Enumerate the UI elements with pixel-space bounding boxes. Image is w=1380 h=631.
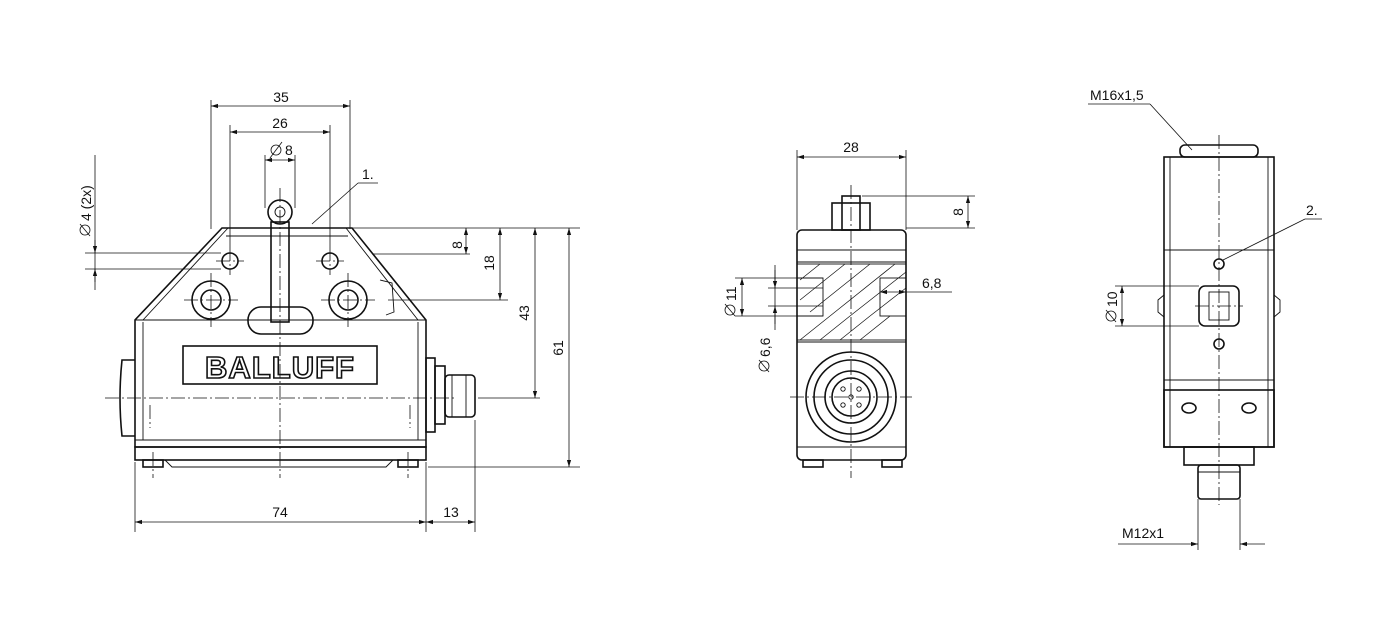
thread-bottom-label: M12x1 <box>1122 525 1164 541</box>
callout-1-label: 1. <box>362 166 374 182</box>
callout-2-label: 2. <box>1306 202 1318 218</box>
dim-6-8-label: 6,8 <box>922 275 942 291</box>
diameter-symbol <box>758 360 770 372</box>
side-view: 28 8 11 6,6 6,8 <box>723 139 975 478</box>
front-view: BALLUFF 35 26 <box>78 89 580 532</box>
dim-roller-label: 8 <box>285 142 293 158</box>
callout-2-leader <box>1222 218 1306 261</box>
dim-74-label: 74 <box>272 504 288 520</box>
diameter-symbol <box>1105 310 1117 322</box>
dim-43-label: 43 <box>516 305 532 321</box>
dim-28-label: 28 <box>843 139 859 155</box>
callout-1-leader <box>311 182 359 225</box>
dim-side-8-label: 8 <box>950 208 966 216</box>
hatched-section <box>796 263 907 341</box>
dim-26-label: 26 <box>272 115 288 131</box>
dim-11-label: 11 <box>723 286 739 301</box>
diameter-symbol <box>79 224 91 236</box>
diameter-symbol <box>270 144 282 156</box>
dim-hole-label: 4 (2x) <box>78 185 94 221</box>
diameter-symbol <box>724 304 736 316</box>
callout-thread-top-leader <box>1149 103 1193 151</box>
dim-61-label: 61 <box>550 340 566 356</box>
dim-18-label: 18 <box>481 255 497 271</box>
dim-10-label: 10 <box>1104 291 1120 307</box>
dim-13-label: 13 <box>443 504 459 520</box>
front-body-outline <box>134 227 427 448</box>
brand-logo: BALLUFF <box>205 350 355 385</box>
right-view: M16x1,5 10 2. M12x1 <box>1088 87 1322 550</box>
dim-6-6-label: 6,6 <box>757 337 773 357</box>
dim-35-label: 35 <box>273 89 289 105</box>
thread-top-label: M16x1,5 <box>1090 87 1144 103</box>
dim-8-label: 8 <box>449 241 465 249</box>
